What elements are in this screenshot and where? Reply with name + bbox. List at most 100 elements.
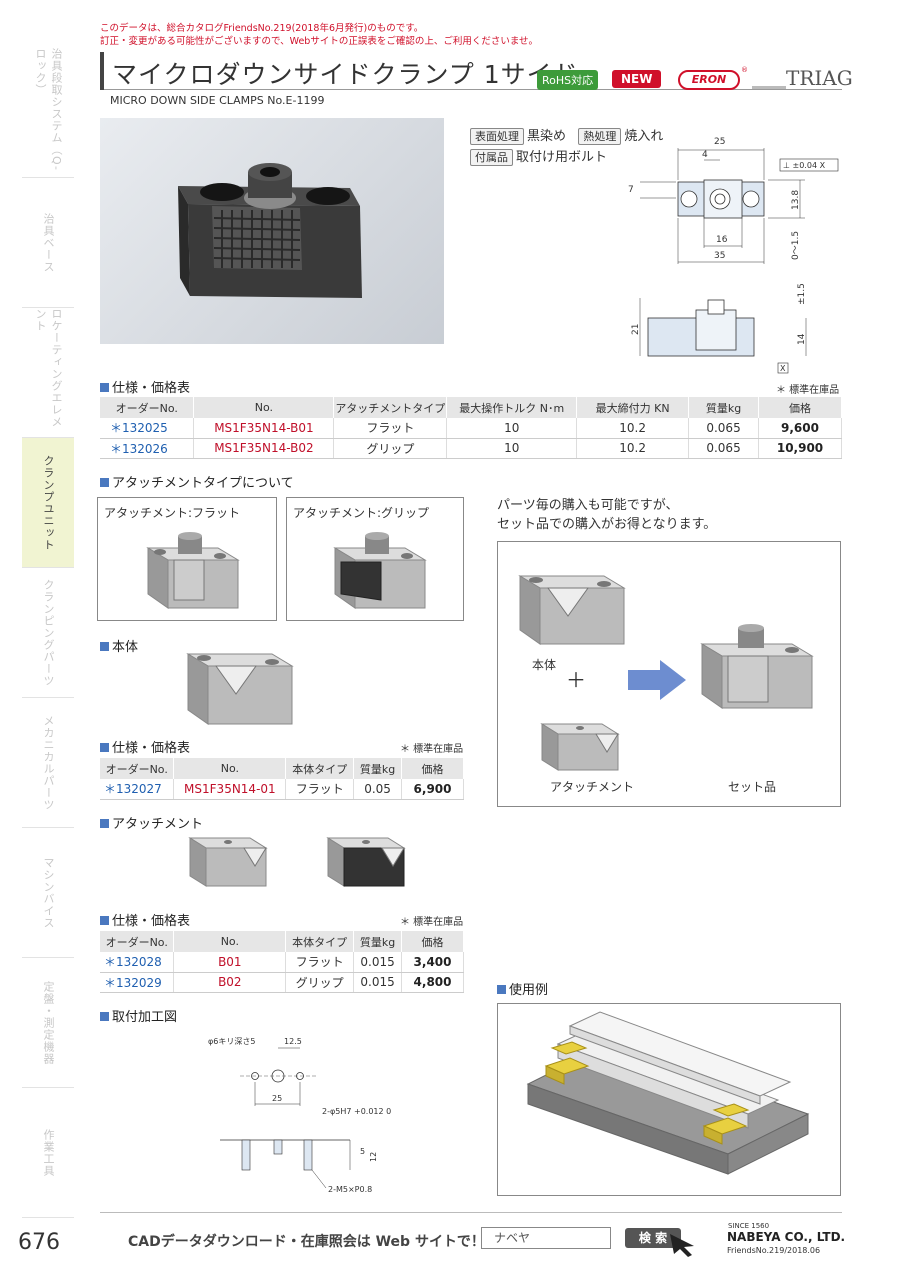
max-torque: 10 [446,438,578,459]
attachment-type: フラット [333,418,448,439]
col-price: 価格 [758,397,842,418]
eron-logo: ERON [678,70,740,90]
mount-pin-dim: 2-φ5H7 +0.012 0 [322,1107,391,1116]
attachment-type: グリップ [333,438,448,459]
page-subtitle: MICRO DOWN SIDE CLAMPS No.E-1199 [110,94,325,107]
search-input[interactable]: ナベヤ [481,1227,611,1249]
treatment-info: 表面処理黒染め 熱処理焼入れ 付属品取付け用ボルト [470,126,663,168]
divider [752,86,786,89]
spec3-table: オーダーNo. No. 本体タイプ 質量kg 価格 ＊132028 B01 フラ… [100,931,464,993]
price: 4,800 [401,972,464,993]
col-mass: 質量kg [688,397,759,418]
heat-treatment-value: 焼入れ [624,129,664,144]
spec1-table: オーダーNo. No. アタッチメントタイプ 最大操作トルク N･m 最大締付力… [100,397,842,459]
product-no[interactable]: MS1F35N14-B02 [193,438,335,459]
table-row: ＊132026 MS1F35N14-B02 グリップ 10 10.2 0.065… [100,438,842,459]
flat-attachment-box: アタッチメント:フラット [97,497,277,621]
rohs-badge: RoHS対応 [537,70,599,90]
col-no: No. [173,931,287,952]
col-price: 価格 [401,758,464,779]
eron-registered-mark: ® [741,66,748,74]
spec3-heading: 仕様・価格表 [100,910,190,929]
notice-line-2: 訂正・変更がある可能性がございますので、Webサイトの正誤表をご確認の上、ご利用… [100,36,539,47]
col-no: No. [173,758,287,779]
tab-work-tools[interactable]: 作業工具 [22,1088,74,1218]
body-type: フラット [285,779,355,800]
title-bar: マイクロダウンサイドクランプ 1サイド [100,52,842,90]
cad-download-note: CADデータダウンロード・在庫照会は Web サイトで！ [128,1234,485,1250]
col-mass: 質量kg [353,758,403,779]
order-no[interactable]: ＊132029 [100,972,175,993]
tab-clamping-parts[interactable]: クランピングパーツ [22,568,74,698]
tab-surface-plate[interactable]: 定盤・測定機器 [22,958,74,1088]
flat-attachment-image [146,532,240,609]
attachment-type-heading: アタッチメントタイプについて [100,472,294,491]
mount-hole-dim: φ6キリ深さ5 [208,1037,255,1046]
col-order-no: オーダーNo. [100,397,195,418]
attachment-heading: アタッチメント [100,813,203,832]
revision-notice: このデータは、総合カタログFriendsNo.219(2018年6月発行)のもの… [100,22,538,48]
dim-4: 4 [702,150,708,160]
mass: 0.065 [688,438,759,459]
body-image [518,575,626,645]
col-price: 価格 [401,931,464,952]
grip-attachment-box: アタッチメント:グリップ [286,497,464,621]
mounting-drawing: φ6キリ深さ5 12.5 25 2-φ5H7 +0.012 0 5 12 2-M… [208,1037,391,1194]
flat-attachment-label: アタッチメント:フラット [104,506,241,520]
mount-thread-dim: 2-M5×P0.8 [328,1185,372,1194]
spec1-stock-note: ＊ 標準在庫品 [776,385,840,396]
price: 6,900 [401,779,464,800]
attachment-grip-image [326,837,406,887]
product-no[interactable]: B02 [173,972,287,993]
triag-logo: TRIAG [786,66,853,90]
max-clamp-force: 10.2 [576,418,690,439]
catalog-edition: FriendsNo.219/2018.06 [727,1246,821,1255]
dim-0-1-5: 0～1.5 [791,231,801,260]
since-year: SINCE 1560 [728,1222,770,1230]
max-torque: 10 [446,418,578,439]
tab-locating-element[interactable]: ロケーティングエレメント [22,308,74,438]
spec2-table: オーダーNo. No. 本体タイプ 質量kg 価格 ＊132027 MS1F35… [100,758,464,800]
tab-mechanical-parts[interactable]: メカニカルパーツ [22,698,74,828]
dim-7: 7 [628,185,634,195]
heat-treatment-label: 熱処理 [578,128,622,145]
mass: 0.015 [353,972,403,993]
body-type: フラット [285,952,355,973]
spec2-stock-note: ＊ 標準在庫品 [400,744,464,755]
spec3-stock-note: ＊ 標準在庫品 [400,917,464,928]
notice-line-1: このデータは、総合カタログFriendsNo.219(2018年6月発行)のもの… [100,23,424,34]
dim-21: 21 [631,324,641,335]
col-attachment-type: アタッチメントタイプ [333,397,448,418]
set-label: セット品 [728,780,777,794]
search-button[interactable]: 検 索 [625,1228,681,1248]
dim-14: 14 [797,333,807,345]
purchase-note-line-2: セット品での購入がお得となります。 [497,517,717,532]
attachment-flat-image [188,837,268,887]
table-row: ＊132027 MS1F35N14-01 フラット 0.05 6,900 [100,779,464,800]
tab-clamp-unit[interactable]: クランプユニット [22,438,74,568]
surface-treatment-value: 黒染め [527,129,567,144]
col-max-torque: 最大操作トルク N･m [446,397,578,418]
order-no[interactable]: ＊132025 [100,418,195,439]
order-no[interactable]: ＊132028 [100,952,175,973]
clamp-photo-image [178,163,362,298]
tab-jig-base[interactable]: 治具ベース [22,178,74,308]
col-body-type: 本体タイプ [285,758,355,779]
accessory-value: 取付け用ボルト [516,150,608,165]
body-type: グリップ [285,972,355,993]
footer-divider [100,1212,842,1213]
mount-dim-12-5: 12.5 [284,1037,302,1046]
page-number: 676 [18,1230,60,1255]
tab-jig-setup[interactable]: 治具段取システム（Q-ロック） [22,48,74,178]
mass: 0.015 [353,952,403,973]
tab-machine-vise[interactable]: マシンバイス [22,828,74,958]
order-no[interactable]: ＊132026 [100,438,195,459]
product-no[interactable]: B01 [173,952,287,973]
product-no[interactable]: MS1F35N14-01 [173,779,287,800]
category-side-tabs: 治具段取システム（Q-ロック） 治具ベース ロケーティングエレメント クランプユ… [22,48,74,1218]
order-no[interactable]: ＊132027 [100,779,175,800]
body-heading: 本体 [100,636,138,655]
product-no[interactable]: MS1F35N14-B01 [193,418,335,439]
dim-25: 25 [714,137,725,147]
body-section-image [186,653,294,725]
